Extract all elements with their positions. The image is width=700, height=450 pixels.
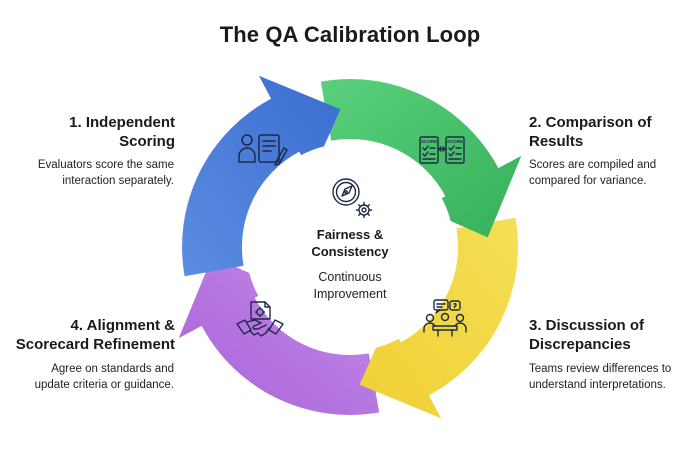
step3-title-line2: Discrepancies (529, 336, 631, 353)
compass-gear-icon (332, 178, 373, 219)
step2-desc-line1: Scores are compiled and (529, 159, 657, 171)
step3-title: 3. Discussion of Discrepancies (529, 316, 694, 354)
page-title: The QA Calibration Loop (219, 22, 481, 47)
step4-title-line2: Scorecard Refinement (15, 336, 175, 353)
center-title-line1: Fairness & (316, 227, 384, 242)
step4-title-line1: 4. Alignment & (70, 317, 175, 334)
center-title-line2: Consistency (311, 244, 389, 259)
step1-description: Evaluators score the same interaction se… (0, 157, 174, 189)
center-hub (246, 143, 454, 351)
arrow-segment-alignment (178, 256, 380, 415)
step3-title-line1: 3. Discussion of (529, 317, 645, 334)
step1-title: 1. Independent Scoring (15, 113, 175, 151)
arrow-segment-discussion (359, 217, 518, 419)
step4-desc-line1: Agree on standards and (51, 363, 174, 375)
step2-title-line2: Results (529, 133, 584, 150)
step4-title: 4. Alignment & Scorecard Refinement (0, 316, 175, 354)
step1-desc-line1: Evaluators score the same (37, 159, 174, 171)
step1-title-line2: Scoring (119, 133, 175, 150)
score-label-a: SCORE (421, 139, 437, 144)
score-compare-icon (419, 136, 465, 164)
step4-description: Agree on standards and update criteria o… (0, 361, 174, 393)
handshake-icon (236, 301, 284, 337)
arrow-segment-comparison (320, 79, 522, 238)
step1-desc-line2: interaction separately. (62, 175, 174, 187)
step3-desc-line1: Teams review differences to (529, 363, 672, 375)
step2-title: 2. Comparison of Results (529, 113, 689, 151)
team-discussion-icon (423, 299, 467, 337)
step4-desc-line2: update criteria or guidance. (34, 379, 174, 391)
center-label: Fairness & Consistency Continuous Improv… (270, 226, 430, 303)
step2-title-line1: 2. Comparison of (529, 114, 652, 131)
center-sub-line2: Improvement (313, 287, 387, 301)
arrow-segment-scoring (182, 75, 341, 277)
step2-desc-line2: compared for variance. (529, 175, 647, 187)
center-sub-line1: Continuous (318, 270, 382, 284)
evaluator-clipboard-icon (238, 134, 288, 166)
score-label-b: SCORE (447, 139, 463, 144)
step3-description: Teams review differences to understand i… (529, 361, 699, 393)
step3-desc-line2: understand interpretations. (529, 379, 666, 391)
step1-title-line1: 1. Independent (69, 114, 175, 131)
step2-description: Scores are compiled and compared for var… (529, 157, 699, 189)
